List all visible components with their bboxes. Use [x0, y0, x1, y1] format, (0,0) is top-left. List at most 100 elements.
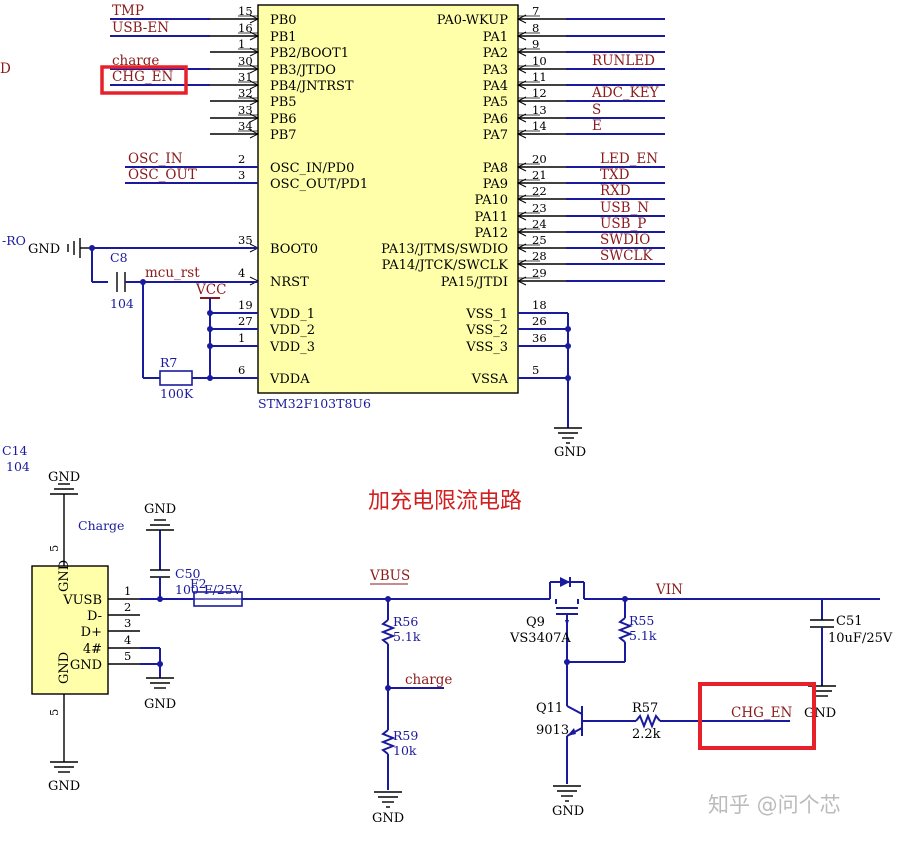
c51-value: 10uF/25V	[828, 631, 893, 646]
f2-value: F/25V	[204, 582, 243, 597]
mcu-pin-name: NRST	[270, 275, 309, 290]
usb-pin-name: VUSB	[62, 593, 102, 608]
q9-ref: Q9	[526, 615, 545, 630]
mcu-pin-name: PA3	[483, 63, 508, 78]
r59-value: 10k	[393, 743, 417, 758]
mcu-pin-number: 23	[532, 201, 547, 215]
r55-value: 5.1k	[629, 628, 657, 643]
gnd-vss-label: GND	[554, 445, 586, 460]
mcu-pin-number: 2	[238, 152, 245, 166]
q11-transistor	[566, 698, 636, 784]
mcu-pin-name: PA9	[483, 177, 508, 192]
mcu-pin-number: 22	[532, 184, 547, 198]
circuit-title: 加充电限流电路	[368, 489, 522, 514]
mcu-pin-number: 18	[532, 298, 547, 312]
gnd-pin5-label: GND	[144, 697, 176, 712]
mcu-pin-name: PA8	[483, 161, 508, 176]
mcu-pin-name: VDD_2	[269, 323, 315, 338]
mcu-net-label: SWCLK	[600, 248, 653, 264]
usb-pin-name: 4#	[83, 642, 102, 657]
mcu-pin-number: 28	[532, 249, 547, 263]
mcu-left-pins: 15PB0TMP16PB1USB-EN1PB2/BOOT130PB3/JTDOc…	[110, 3, 368, 387]
usb-connector-body	[31, 565, 109, 695]
c50-value: 100	[175, 582, 199, 597]
f2-ref: F2	[190, 576, 207, 591]
mcu-pin-name: VDDA	[269, 372, 310, 387]
mcu-net-label: E	[592, 118, 602, 134]
usb-pin-number: 3	[124, 616, 131, 630]
mcu-pin-name: PA12	[475, 226, 508, 241]
mcu-pin-name: PA5	[483, 95, 508, 110]
gnd-symbol-q11	[553, 785, 581, 802]
mcu-pin-name: PB6	[270, 112, 297, 127]
mcu-pin-name: PB7	[270, 128, 297, 143]
gnd-boot0-label: GND	[28, 242, 60, 257]
usb-side-pin-top: 5	[47, 545, 61, 552]
mcu-pin-number: 7	[532, 4, 539, 18]
r55-ref: R55	[629, 613, 654, 628]
r7-ref: R7	[160, 355, 177, 370]
mcu-pin-number: 25	[532, 233, 547, 247]
net-charge: charge	[405, 672, 452, 688]
mcu-pin-number: 29	[532, 266, 547, 280]
mcu-pin-number: 30	[238, 54, 253, 68]
mcu-pin-name: PB5	[270, 95, 297, 110]
mcu-pin-number: 6	[238, 363, 245, 377]
mcu-net-label: TXD	[600, 167, 630, 183]
mcu-pin-number: 36	[532, 331, 547, 345]
gnd-symbol-c50	[146, 519, 174, 531]
r57-ref: R57	[632, 701, 658, 716]
usb-pin-name: D-	[87, 609, 102, 624]
mcu-pin-name: PA14/JTCK/SWCLK	[382, 258, 509, 273]
usb-gnd-top: GND	[57, 560, 72, 592]
mcu-pin-name: PB0	[270, 13, 297, 28]
c8-value: 104	[110, 296, 134, 311]
q9-value: VS3407A	[509, 631, 571, 646]
mcu-pin-number: 12	[532, 86, 547, 100]
mcu-net-label: LED_EN	[600, 151, 658, 167]
gnd-c50-label: GND	[144, 502, 176, 517]
edge-label-ro: -RO	[2, 233, 26, 248]
mcu-pin-number: 26	[532, 314, 547, 328]
mcu-part-label: STM32F103T8U6	[258, 396, 371, 411]
mcu-pin-name: PB4/JNTRST	[270, 79, 354, 94]
usb-pin-name: GND	[70, 658, 102, 673]
mcu-pin-name: PA1	[483, 30, 508, 45]
c14-ref: C14	[2, 443, 28, 458]
gnd-symbol-usb-pin5	[146, 677, 174, 689]
mcu-pin-name: PA10	[475, 193, 508, 208]
usb-pin: 44#	[83, 633, 140, 657]
usb-pin-number: 1	[124, 584, 131, 598]
mcu-net-label: USB_P	[600, 216, 646, 232]
mcu-net-label: RUNLED	[592, 53, 655, 69]
mcu-pin-number: 11	[532, 70, 547, 84]
net-vin: VIN	[655, 582, 683, 598]
mcu-pin-number: 24	[532, 217, 547, 231]
usb-pin: 3D+	[81, 616, 140, 640]
usb-gnd-bottom: GND	[57, 652, 72, 684]
mcu-pin-name: VDD_3	[269, 340, 315, 355]
mcu-net-label: USB-EN	[112, 20, 169, 36]
mcu-pin-name: PB3/JTDO	[270, 63, 336, 78]
mcu-pin-name: PA7	[483, 128, 508, 143]
